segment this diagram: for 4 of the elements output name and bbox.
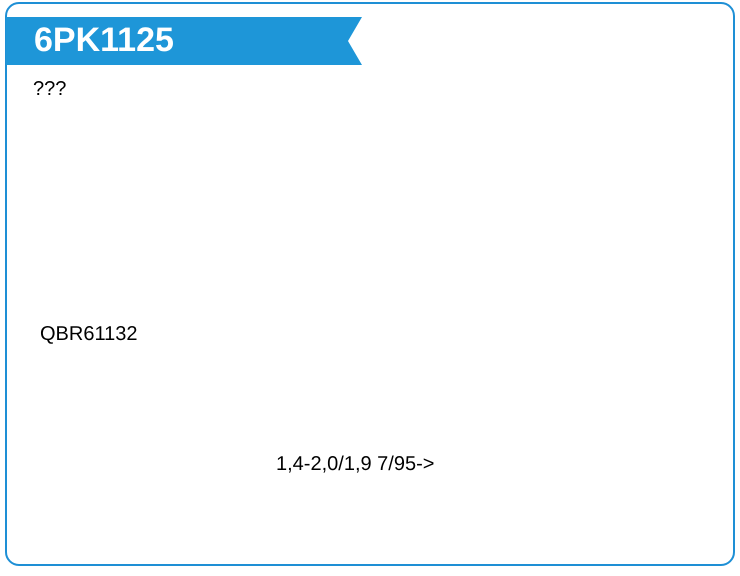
application-text: 1,4-2,0/1,9 7/95-> (276, 452, 434, 476)
note-text: ??? (33, 77, 66, 101)
reference-number: QBR61132 (40, 322, 138, 346)
part-number-title: 6PK1125 (34, 20, 174, 60)
